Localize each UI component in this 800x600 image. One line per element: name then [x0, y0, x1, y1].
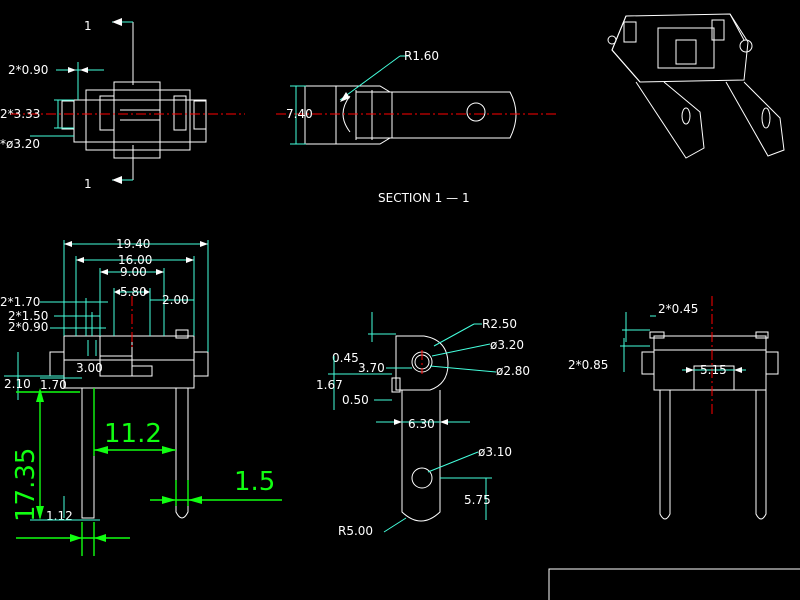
dim-1600: 16.00 — [118, 253, 152, 267]
section-caption: SECTION 1 — 1 — [378, 191, 470, 205]
dim-900: 9.00 — [120, 265, 147, 279]
dim-575: 5.75 — [464, 493, 491, 507]
dim-1-5: 1.5 — [234, 467, 275, 497]
dim-dia320: ø3.20 — [490, 338, 524, 352]
dim-200: 2.00 — [162, 293, 189, 307]
green-dimensions: 17.35 11.2 1.5 — [11, 388, 282, 556]
dim-112-small: 1.12 — [46, 509, 73, 523]
isometric-view — [607, 13, 785, 159]
cut-label-top: 1 — [84, 19, 92, 33]
dim-740: 7.40 — [286, 107, 313, 121]
dim-050: 0.50 — [342, 393, 369, 407]
dim-580: 5.80 — [120, 285, 147, 299]
dim-300: 3.00 — [76, 361, 103, 375]
dim-630: 6.30 — [408, 417, 435, 431]
dim-dia320-top: *ø3.20 — [0, 137, 40, 151]
cut-label-bottom: 1 — [84, 177, 92, 191]
dim-r250: R2.50 — [482, 317, 517, 331]
dim-2x150: 2*1.50 — [8, 309, 48, 323]
dim-r500: R5.00 — [338, 524, 373, 538]
section-view: R1.60 7.40 SECTION 1 — 1 — [276, 49, 558, 205]
dim-1735: 17.35 — [11, 448, 41, 522]
dim-dia310: ø3.10 — [478, 445, 512, 459]
dim-2x090-top: 2*0.90 — [8, 63, 48, 77]
front-view: 19.40 16.00 9.00 5.80 2.00 2*1.70 2*1.50… — [0, 237, 209, 523]
dim-167: 1.67 — [316, 378, 343, 392]
dim-2x090-front: 2*0.90 — [8, 320, 48, 334]
right-view: 2*0.45 2*0.85 5.15 — [568, 296, 779, 520]
dim-170-front: 1.70 — [40, 378, 67, 392]
title-block-frame — [548, 568, 800, 600]
dim-r160: R1.60 — [404, 49, 439, 63]
dim-1940: 19.40 — [116, 237, 150, 251]
plan-view: 1 1 2*0.90 2*3.33 *ø3.20 — [0, 18, 245, 191]
dim-370: 3.70 — [358, 361, 385, 375]
dim-210: 2.10 — [4, 377, 31, 391]
dim-2x170: 2*1.70 — [0, 295, 40, 309]
dim-2x085: 2*0.85 — [568, 358, 608, 372]
side-view: R2.50 0.45 ø3.20 3.70 ø2.80 1.67 0.50 6.… — [316, 312, 530, 538]
dim-045: 0.45 — [332, 351, 359, 365]
dim-11-2: 11.2 — [104, 419, 162, 449]
dim-dia280: ø2.80 — [496, 364, 530, 378]
dim-515: 5.15 — [700, 363, 727, 377]
dim-2x333: 2*3.33 — [0, 107, 40, 121]
dim-2x045: 2*0.45 — [658, 302, 698, 316]
